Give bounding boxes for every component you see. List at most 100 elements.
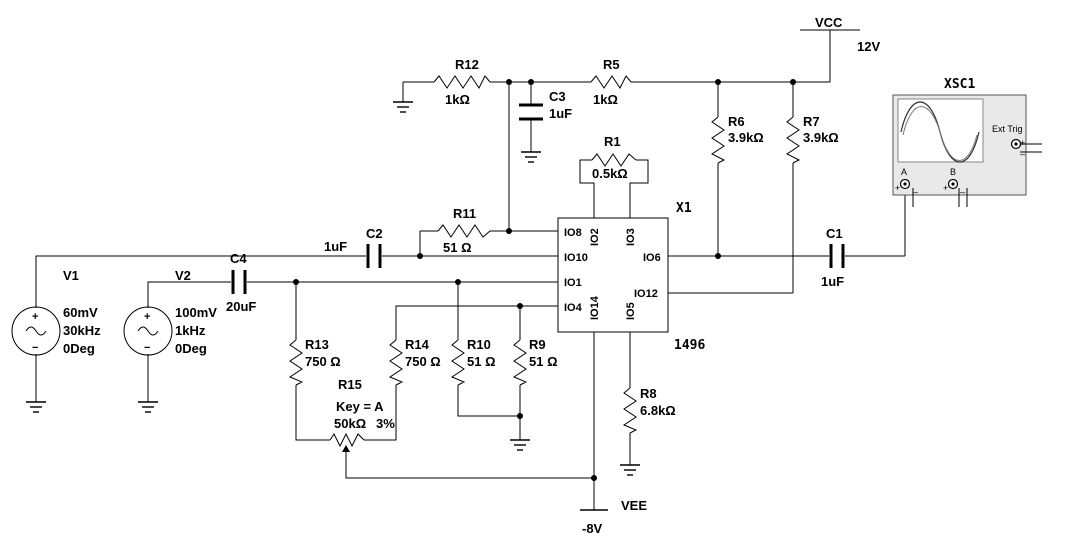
scope-ch-b-minus: _ [959,183,966,193]
v2-amplitude: 100mV [175,305,217,320]
r6-resistor-icon [711,116,726,164]
r15-potentiometer-icon [329,432,365,448]
r6-value: 3.9kΩ [728,130,764,145]
oscilloscope-xsc1[interactable] [892,94,1042,207]
v1-phase: 0Deg [63,341,95,356]
v1-amplitude: 60mV [63,305,98,320]
vcc-value: 12V [857,39,880,54]
r11-ref: R11 [453,206,476,221]
v1-minus-sign: − [32,342,38,354]
r13-resistor-icon [288,339,304,386]
v2-phase: 0Deg [175,341,207,356]
ic-pin-io1: IO1 [564,277,582,289]
ic-pin-io3: IO3 [625,228,637,246]
ic-pin-io12: IO12 [634,288,658,300]
ic-ref: X1 [676,201,692,216]
scope-ext-trig-label: Ext Trig [992,124,1023,134]
r1-resistor-icon [591,153,637,167]
resistor-bodies [288,75,801,452]
r5-resistor-icon [590,75,632,89]
ic-pin-io6: IO6 [643,252,661,264]
r8-value: 6.8kΩ [640,403,676,418]
r8-ref: R8 [640,386,657,401]
r10-ref: R10 [467,337,491,352]
c2-capacitor-icon [366,244,382,268]
r7-resistor-icon [786,116,801,164]
r15-tolerance: 3% [376,416,395,431]
ground-icon [138,401,158,413]
v1-ref: V1 [63,268,79,283]
v2-source-icon [123,306,173,356]
vee-value: -8V [582,521,603,536]
r10-value: 51 Ω [467,354,496,369]
c1-capacitor-icon [829,244,845,268]
scope-ch-b-plus: + [943,183,948,193]
scope-ext-trig-plus: + [1020,138,1025,148]
v2-plus-sign: + [144,311,150,323]
c4-capacitor-icon [231,270,247,294]
c4-ref: C4 [230,251,247,266]
v2-frequency: 1kHz [175,323,206,338]
scope-ch-a-plus: + [895,183,900,193]
r15-key: Key = A [336,399,384,414]
ic-pin-io4: IO4 [564,302,583,314]
c2-ref: C2 [366,226,383,241]
r7-ref: R7 [803,114,820,129]
ground-symbols [26,101,640,476]
ground-icon [510,439,530,451]
ic-1496-body[interactable] [557,217,669,333]
component-labels: VCC 12V VEE -8V R12 1kΩ R5 1kΩ C3 1uF R6… [63,15,880,536]
vee-label: VEE [621,498,647,513]
r12-resistor-icon [433,75,491,89]
ic-pin-io14: IO14 [589,295,601,320]
r15-value: 50kΩ [334,416,366,431]
junctions [293,79,796,481]
ground-icon [393,101,413,113]
r10-resistor-icon [450,339,466,386]
vcc-label: VCC [815,15,843,30]
ic-part-number: 1496 [674,338,705,353]
r14-resistor-icon [388,339,404,386]
ic-pin-io5: IO5 [625,302,637,320]
ic-pin-io10: IO10 [564,252,588,264]
r8-resistor-icon [622,387,638,434]
c3-ref: C3 [549,89,566,104]
r1-value: 0.5kΩ [592,166,628,181]
ground-icon [26,401,46,413]
ground-icon [620,464,640,476]
r5-ref: R5 [603,57,620,72]
r11-value: 51 Ω [443,240,472,255]
r9-value: 51 Ω [529,354,558,369]
scope-ch-b-label: B [950,167,956,177]
v1-plus-sign: + [32,311,38,323]
c1-value: 1uF [821,274,844,289]
wires [35,29,906,510]
v1-frequency: 30kHz [63,323,101,338]
r14-value: 750 Ω [405,354,441,369]
r7-value: 3.9kΩ [803,130,839,145]
v2-ref: V2 [175,268,191,283]
capacitor-bodies [231,103,845,294]
r13-value: 750 Ω [305,354,341,369]
ground-icon [521,151,541,163]
c3-capacitor-icon [519,103,543,121]
ic-pin-io2: IO2 [589,228,601,246]
c4-value: 20uF [226,299,256,314]
scope-ch-a-label: A [901,167,907,177]
r12-value: 1kΩ [445,92,470,107]
r11-resistor-icon [437,224,491,238]
v2-minus-sign: − [144,342,150,354]
wiper-arrow-icon [342,445,350,452]
r6-ref: R6 [728,114,745,129]
r5-value: 1kΩ [593,92,618,107]
scope-ref-label: XSC1 [944,77,975,92]
c2-value: 1uF [324,239,347,254]
ic-pin-io8: IO8 [564,227,582,239]
r9-ref: R9 [529,337,546,352]
r9-resistor-icon [512,339,528,386]
r14-ref: R14 [405,337,430,352]
c3-value: 1uF [549,106,572,121]
scope-ch-a-minus: _ [912,183,919,193]
scope-ext-trig-minus: _ [1019,145,1026,155]
